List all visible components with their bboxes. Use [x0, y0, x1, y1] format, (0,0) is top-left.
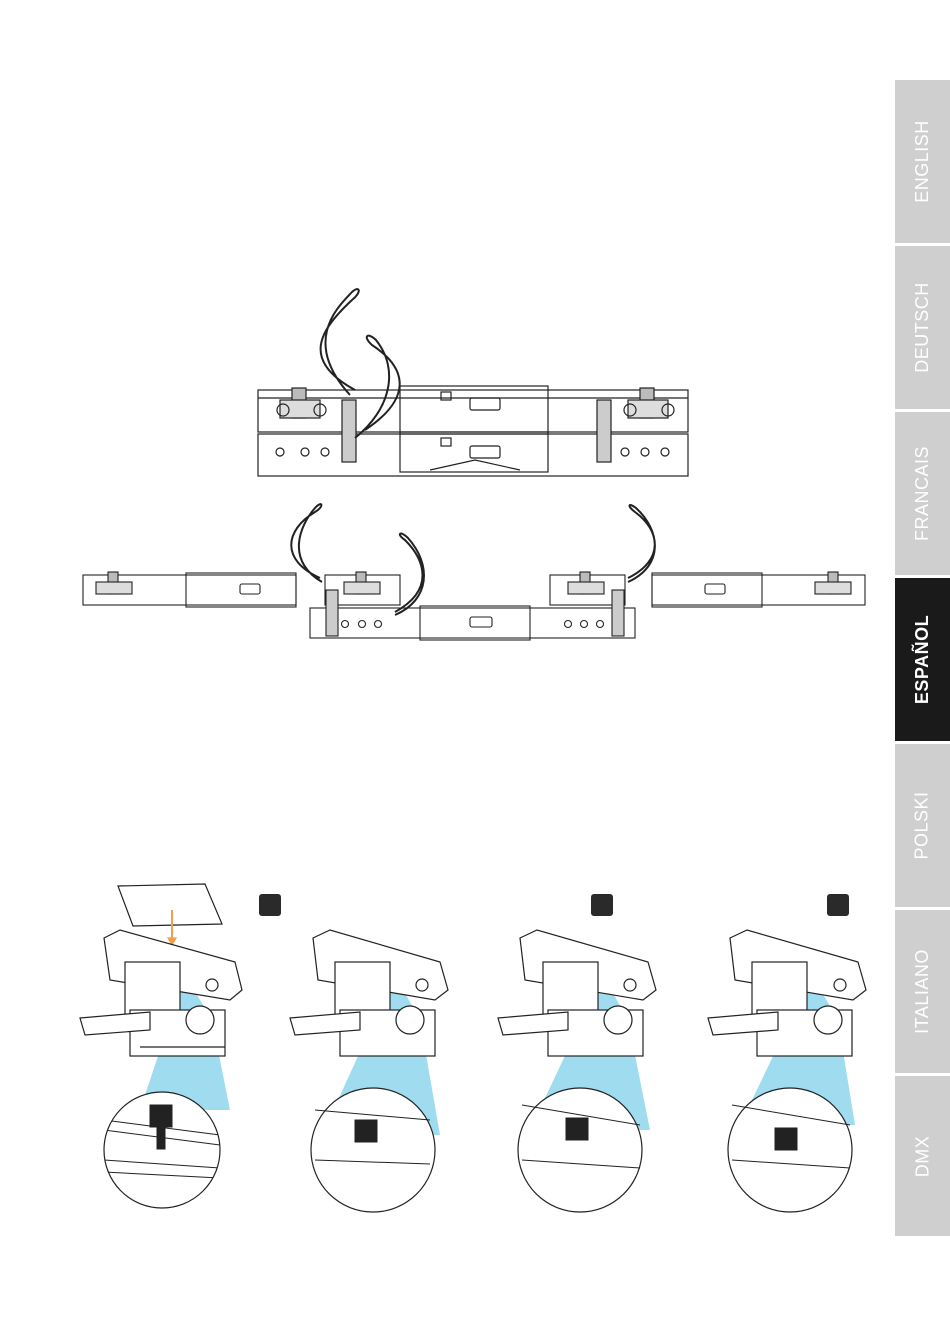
device-view-2: [290, 930, 448, 1212]
device-view-1: [80, 930, 242, 1208]
device-view-4: [708, 930, 866, 1212]
device-view-3: [498, 930, 656, 1212]
